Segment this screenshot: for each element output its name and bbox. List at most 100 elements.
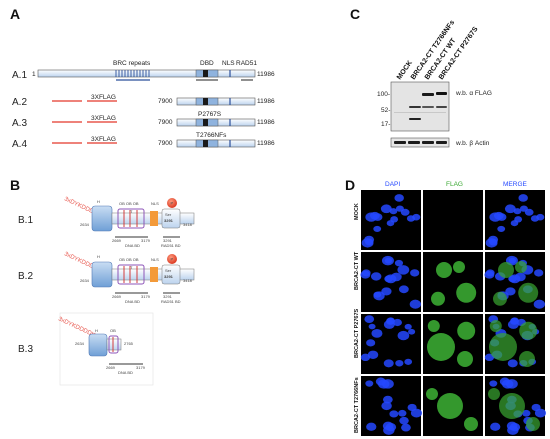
- ser-position: 3291: [164, 218, 174, 223]
- row-label: A.2: [12, 97, 27, 108]
- dbd-core: [203, 98, 208, 105]
- protein-bar: [37, 69, 256, 78]
- ser-box: [161, 208, 181, 229]
- nls-label: NLS: [222, 60, 235, 67]
- construct-b1: B.1 3xDYKDDDDK H 2634 OB OB OB T NLS Ser…: [18, 196, 195, 248]
- micrograph-panel: [360, 314, 421, 374]
- panel-a-label: A: [10, 6, 20, 22]
- marker-label: 52-: [381, 107, 390, 114]
- phospho-p-icon: [167, 254, 177, 264]
- start-position: 7900: [158, 119, 173, 126]
- dna-bd-label: DNA BD: [118, 370, 133, 375]
- dbd-label: DBD: [200, 60, 214, 67]
- ser-label: Ser: [165, 212, 172, 217]
- panel-b-label: B: [10, 177, 20, 193]
- pos-2669: 2669: [112, 294, 122, 299]
- micrograph-panel: [484, 314, 545, 374]
- helical-label: H: [97, 199, 100, 204]
- construct-a2: A.2 3XFLAG 7900 11986: [12, 94, 275, 108]
- protein-bar: [106, 338, 122, 351]
- start-position: 2634: [75, 341, 85, 346]
- panel-d-label: D: [345, 177, 355, 193]
- phospho-p-icon: [167, 198, 177, 208]
- helical-label: H: [97, 254, 100, 259]
- row-label: BRCA2-CT WT: [354, 251, 360, 290]
- mutation-label: T2766NFs: [196, 132, 227, 139]
- panel-a: A A.1 1 BRC repeats DBD NLS RAD51: [10, 6, 275, 150]
- nls-domain: [150, 211, 158, 226]
- panel-c-label: C: [350, 6, 360, 22]
- ob-fold-region: [108, 335, 119, 354]
- helical-domain: [91, 205, 113, 232]
- mutation-label: P2767S: [198, 111, 222, 118]
- row-label: A.1: [12, 70, 27, 81]
- pos-3291: 3291: [163, 294, 173, 299]
- pos-3179: 3179: [141, 294, 151, 299]
- ob-label: OB: [110, 328, 116, 333]
- construct-a1: A.1 1 BRC repeats DBD NLS RAD51 11986: [12, 60, 275, 81]
- ser-position: 3291: [164, 274, 174, 279]
- micrograph-panel: [423, 252, 483, 312]
- ser-label: Ser: [165, 268, 172, 273]
- dbd-core: [203, 119, 208, 126]
- row-label: BRCA2-CT P2767S: [354, 308, 360, 358]
- dna-bd-label: DNA BD: [125, 299, 140, 304]
- panel-d: D DAPI FLAG MERGE MOCK BRCA2-CT WT BRCA2…: [345, 177, 547, 436]
- b3-frame: [59, 312, 154, 386]
- column-header-flag: FLAG: [446, 181, 463, 188]
- construct-b3: B.3 3xDYKDDDDK H 2634 OB 2765 2669 3179 …: [18, 312, 154, 386]
- nls-label: NLS: [151, 257, 159, 262]
- construct-b2: B.2 3xDYKDDDDK H 2634 OB OB OB T NLS Ser…: [18, 251, 195, 304]
- start-position: 1: [32, 71, 36, 78]
- column-header-dapi: DAPI: [385, 181, 400, 188]
- tower-label: T: [130, 209, 133, 214]
- column-header-merge: MERGE: [503, 181, 528, 188]
- end-position: 3418: [183, 278, 193, 283]
- row-label: BRCA2-CT T2766NFs: [354, 377, 360, 433]
- flag-tag-label: 3XFLAG: [91, 115, 116, 122]
- end-position: 2765: [124, 341, 134, 346]
- ob-fold-region: [117, 208, 145, 229]
- micrograph-panel: [485, 190, 545, 250]
- micrograph-panel: [361, 190, 421, 250]
- pos-3179: 3179: [141, 238, 151, 243]
- pos-2669: 2669: [106, 365, 116, 370]
- row-label: A.4: [12, 139, 27, 150]
- dna-bd-label: DNA BD: [125, 243, 140, 248]
- blot-label: w.b. α FLAG: [455, 90, 492, 97]
- flag-tag-label: 3XFLAG: [91, 136, 116, 143]
- dbd-core: [203, 140, 208, 147]
- ob-label: OB OB OB: [119, 257, 139, 262]
- start-position: 2634: [80, 222, 90, 227]
- brc-repeats: [115, 70, 150, 77]
- phospho-label: P: [171, 257, 174, 262]
- actin-bands: [394, 141, 447, 144]
- micrograph-panel: [484, 252, 546, 312]
- start-position: 2634: [80, 278, 90, 283]
- row-label: B.2: [18, 271, 33, 282]
- micrograph-panel: [423, 314, 483, 374]
- micrograph-panel: [485, 376, 547, 436]
- flag-bands: [394, 92, 447, 120]
- row-label: A.3: [12, 118, 27, 129]
- flag-tag-label: 3XFLAG: [91, 94, 116, 101]
- start-position: 7900: [158, 98, 173, 105]
- pos-3179: 3179: [136, 365, 146, 370]
- end-position: 11986: [257, 140, 275, 147]
- end-position: 11986: [257, 119, 275, 126]
- tower-label: T: [130, 265, 133, 270]
- ser-box: [161, 264, 181, 285]
- phospho-label: P: [171, 201, 174, 206]
- micrograph-grid: [360, 190, 547, 436]
- end-position: 3418: [183, 222, 193, 227]
- rad51-bd-label: RAD51 BD: [161, 243, 181, 248]
- nls-domain: [150, 267, 158, 282]
- ob-label: OB OB OB: [119, 201, 139, 206]
- helical-label: H: [95, 328, 98, 333]
- marker-label: 17-: [381, 121, 390, 128]
- end-position: 11986: [257, 98, 275, 105]
- blot-label: w.b. β Actin: [455, 140, 490, 147]
- ob-fold-region: [117, 264, 145, 285]
- end-position: 11986: [257, 71, 275, 78]
- pos-3291: 3291: [163, 238, 173, 243]
